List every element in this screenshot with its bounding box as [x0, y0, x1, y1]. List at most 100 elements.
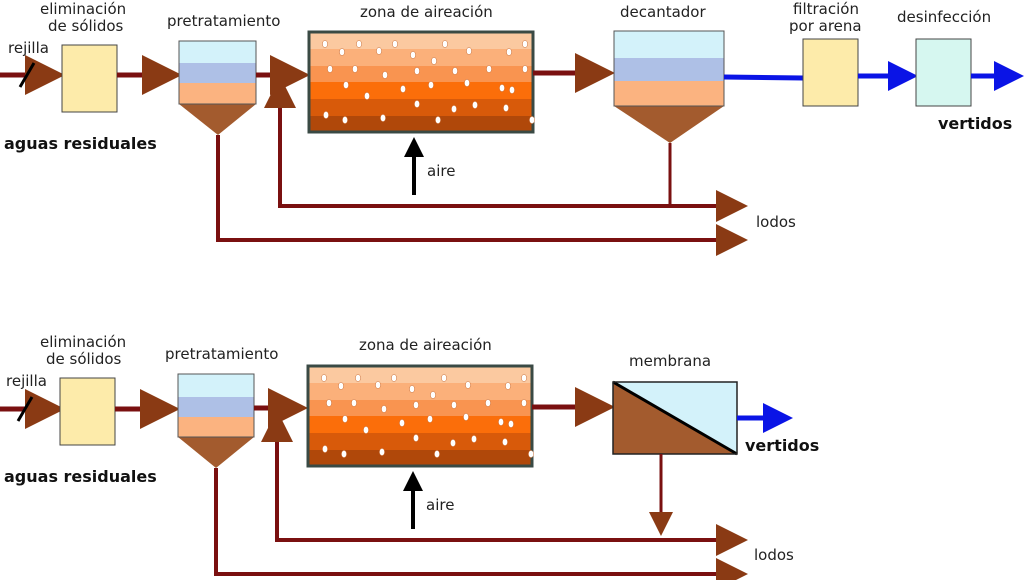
- air-bubble: [441, 374, 447, 382]
- air-bubble: [452, 67, 458, 75]
- label-aeration: zona de aireación: [360, 3, 493, 21]
- label-aeration: zona de aireación: [359, 336, 492, 354]
- air-bubble: [486, 65, 492, 73]
- air-bubble: [472, 101, 478, 109]
- air-bubble: [522, 65, 528, 73]
- air-bubble: [351, 399, 357, 407]
- air-bubble: [379, 448, 385, 456]
- pretreatment-tank: [177, 373, 255, 468]
- air-bubble: [410, 51, 416, 59]
- air-bubble: [521, 399, 527, 407]
- air-bubble: [323, 111, 329, 119]
- clarifier-tank: [613, 30, 725, 143]
- air-bubble: [466, 47, 472, 55]
- screen-bar-icon: [18, 62, 36, 88]
- air-bubble: [414, 67, 420, 75]
- air-bubble: [322, 445, 328, 453]
- air-bubble: [399, 419, 405, 427]
- air-bubble: [391, 374, 397, 382]
- air-bubble: [521, 374, 527, 382]
- label-membrane: membrana: [629, 352, 711, 370]
- label-solids-line2: de sólidos: [46, 350, 122, 368]
- air-bubble: [434, 450, 440, 458]
- label-sludge: lodos: [756, 213, 796, 231]
- air-bubble: [400, 85, 406, 93]
- label-pretreatment: pretratamiento: [165, 345, 278, 363]
- solids-removal-box: [61, 44, 118, 113]
- air-bubble: [499, 84, 505, 92]
- diagram-bottom: rejilla eliminación de sólidos pretratam…: [0, 333, 819, 580]
- air-bubble: [321, 374, 327, 382]
- air-bubble: [465, 381, 471, 389]
- air-bubble: [352, 65, 358, 73]
- air-bubble: [451, 401, 457, 409]
- air-bubble: [381, 405, 387, 413]
- diagram-top: rejilla eliminación de sólidos pretratam…: [0, 0, 1024, 256]
- label-sand-line1: filtración: [793, 0, 859, 18]
- air-bubble: [382, 71, 388, 79]
- air-bubbles: [321, 374, 534, 458]
- label-solids-line1: eliminación: [40, 0, 126, 18]
- air-bubble: [413, 434, 419, 442]
- air-bubble: [427, 415, 433, 423]
- label-solids-line2: de sólidos: [48, 17, 124, 35]
- air-bubble: [392, 40, 398, 48]
- sand-filter-box: [802, 38, 859, 107]
- label-effluent: vertidos: [745, 436, 819, 455]
- air-bubble: [502, 438, 508, 446]
- air-bubble: [528, 450, 534, 458]
- label-effluent: vertidos: [938, 114, 1012, 133]
- air-bubbles: [322, 40, 535, 124]
- label-influent: aguas residuales: [4, 134, 157, 153]
- air-bubble: [431, 57, 437, 65]
- air-bubble: [341, 450, 347, 458]
- air-bubble: [435, 116, 441, 124]
- label-sludge: lodos: [754, 546, 794, 564]
- air-bubble: [338, 382, 344, 390]
- air-bubble: [375, 381, 381, 389]
- air-bubble: [356, 40, 362, 48]
- label-disinfection: desinfección: [897, 8, 991, 26]
- label-pretreatment: pretratamiento: [167, 12, 280, 30]
- label-rejilla: rejilla: [6, 372, 47, 390]
- air-bubble: [471, 435, 477, 443]
- label-rejilla: rejilla: [8, 39, 49, 57]
- air-bubble: [430, 391, 436, 399]
- label-air: aire: [426, 496, 454, 514]
- sludge-line-2: [214, 468, 748, 580]
- air-bubble: [326, 399, 332, 407]
- label-clarifier: decantador: [620, 3, 706, 21]
- air-bubble: [464, 79, 470, 87]
- air-bubble: [380, 114, 386, 122]
- air-bubble: [498, 418, 504, 426]
- air-bubble: [414, 100, 420, 108]
- air-bubble: [343, 81, 349, 89]
- air-bubble: [364, 92, 370, 100]
- air-bubble: [442, 40, 448, 48]
- air-bubble: [327, 65, 333, 73]
- clean-water-pipe-1: [723, 74, 804, 81]
- solids-removal-box: [59, 377, 116, 446]
- air-bubble: [505, 382, 511, 390]
- label-solids-line1: eliminación: [40, 333, 126, 351]
- air-bubble: [503, 104, 509, 112]
- air-bubble: [463, 413, 469, 421]
- air-bubble: [376, 47, 382, 55]
- disinfection-box: [915, 38, 972, 107]
- air-bubble: [355, 374, 361, 382]
- air-bubble: [509, 86, 515, 94]
- air-bubble: [363, 426, 369, 434]
- membrane-unit: [612, 380, 738, 456]
- air-bubble: [485, 399, 491, 407]
- label-sand-line2: por arena: [789, 17, 862, 35]
- sludge-line-2: [216, 135, 748, 256]
- screen-bar-icon: [16, 396, 34, 422]
- air-bubble: [428, 81, 434, 89]
- air-bubble: [322, 40, 328, 48]
- air-bubble: [409, 385, 415, 393]
- label-air: aire: [427, 162, 455, 180]
- air-bubble: [529, 116, 535, 124]
- air-bubble: [342, 415, 348, 423]
- air-bubble: [450, 439, 456, 447]
